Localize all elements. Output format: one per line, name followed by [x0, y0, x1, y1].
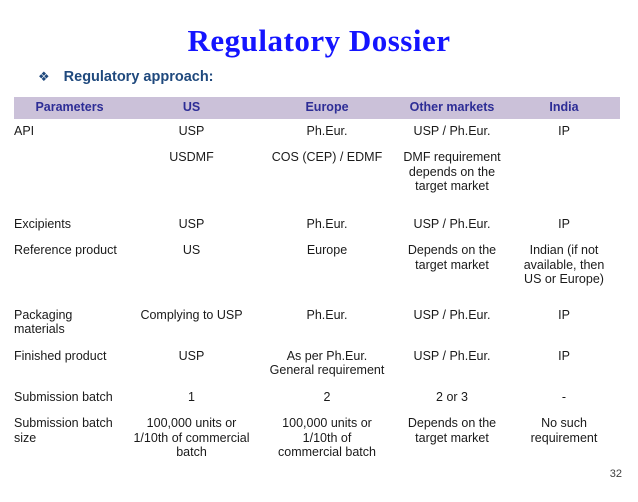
table-cell: No such requirement [530, 416, 598, 445]
table-cell: US [182, 243, 201, 257]
table-cell: 100,000 units or 1/10th of commercial ba… [278, 416, 376, 459]
table-cell: USP / Ph.Eur. [413, 348, 491, 363]
column-header-parameters: Parameters [14, 97, 125, 119]
table-cell: 100,000 units or 1/10th of commercial ba… [133, 416, 250, 459]
table-row: Submission batch 1 2 2 or 3 - [14, 385, 620, 412]
column-header-us: US [125, 97, 258, 119]
table-cell: IP [558, 123, 570, 138]
bullet-line: ❖ Regulatory approach: [38, 69, 638, 85]
table-cell: Submission batch [14, 389, 113, 404]
column-header-india: India [508, 97, 620, 119]
table-row: USDMF COS (CEP) / EDMF DMF requirement dep… [14, 145, 620, 212]
table-cell: USP [178, 348, 205, 363]
table-row: Packaging materials Complying to USP Ph.Eu… [14, 303, 620, 344]
table-body: API USP Ph.Eur. USP / Ph.Eur. IP USDMF COS (CE… [14, 119, 620, 467]
table-cell: USP / Ph.Eur. [413, 123, 491, 138]
table-cell: USP / Ph.Eur. [413, 307, 491, 322]
page-number: 32 [609, 468, 622, 480]
slide-title: Regulatory Dossier [187, 23, 451, 58]
table-cell: Depends on the target market [407, 416, 497, 445]
column-header-europe: Europe [258, 97, 396, 119]
column-header-other-markets: Other markets [396, 97, 508, 119]
table-cell: IP [558, 216, 570, 231]
table-cell: 2 or 3 [436, 389, 468, 404]
table-header-row: Parameters US Europe Other markets India [14, 97, 620, 119]
table-cell: IP [558, 307, 570, 322]
table-row: Finished product USP As per Ph.Eur. Genera… [14, 344, 620, 385]
table-cell: Packaging materials [14, 307, 73, 337]
table-cell: As per Ph.Eur. General requirement [269, 348, 385, 378]
table-cell: Ph.Eur. [306, 216, 348, 231]
table-cell: USDMF [169, 150, 214, 164]
table-cell [14, 145, 125, 212]
table-cell [508, 145, 620, 212]
table-row: Submission batch size 100,000 units or 1/… [14, 411, 620, 467]
table-cell: Excipients [14, 216, 71, 231]
table-cell: COS (CEP) / EDMF [271, 150, 383, 164]
table-cell: - [561, 389, 567, 404]
table-cell: Reference product [14, 243, 117, 257]
table-cell: 1 [188, 389, 195, 404]
diamond-bullet-icon: ❖ [38, 69, 50, 84]
table-cell: API [14, 123, 35, 138]
table-cell: Submission batch size [14, 416, 113, 445]
table-cell: 2 [323, 389, 331, 404]
table-cell: Ph.Eur. [306, 123, 348, 138]
table-cell: Depends on the target market [407, 243, 497, 272]
table-cell: Finished product [14, 348, 107, 363]
table-cell: DMF requirement depends on the target ma… [403, 150, 501, 193]
table-row: API USP Ph.Eur. USP / Ph.Eur. IP [14, 119, 620, 146]
table-row: Excipients USP Ph.Eur. USP / Ph.Eur. IP [14, 212, 620, 239]
table-cell: Indian (if not available, then US or Eur… [523, 243, 605, 286]
table-cell: USP [178, 216, 205, 231]
table-cell: USP [178, 123, 205, 138]
bullet-heading: Regulatory approach: [63, 69, 214, 85]
table-cell: USP / Ph.Eur. [413, 216, 491, 231]
table-row: Reference product US Europe Depends on the … [14, 238, 620, 303]
regulatory-approach-table: Parameters US Europe Other markets India… [14, 97, 620, 467]
table-cell: IP [558, 348, 570, 363]
table-cell: Complying to USP [140, 307, 243, 322]
table-cell: Europe [306, 243, 348, 257]
slide: Regulatory Dossier ❖ Regulatory approach… [0, 24, 638, 502]
table-cell: Ph.Eur. [306, 307, 348, 322]
